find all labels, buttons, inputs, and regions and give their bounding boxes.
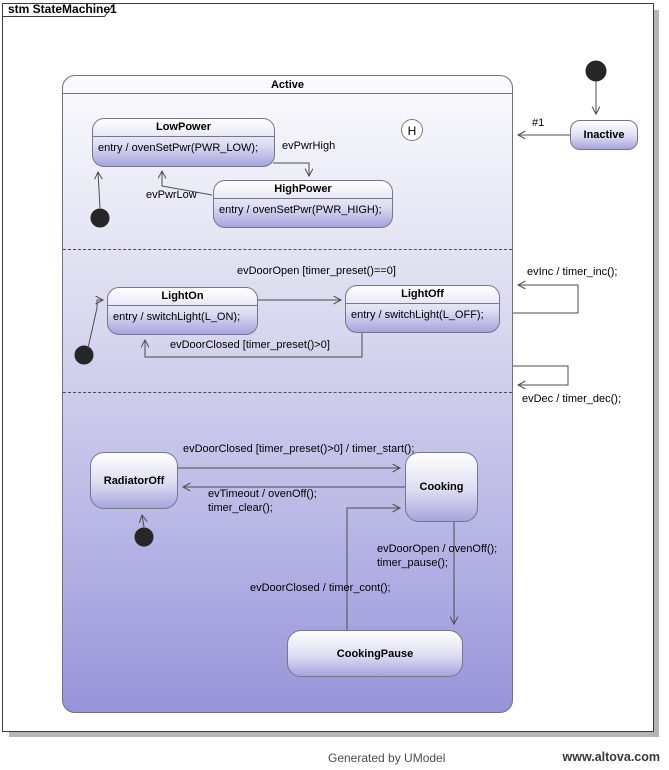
state-highpower[interactable]: HighPower entry / ovenSetPwr(PWR_HIGH); [213, 180, 393, 228]
label-evdooropen-light[interactable]: evDoorOpen [timer_preset()==0] [237, 265, 396, 277]
transition-initial-lighton[interactable] [87, 300, 103, 349]
label-evtimeout-2[interactable]: timer_clear(); [208, 502, 273, 514]
state-inactive-title: Inactive [583, 129, 625, 141]
state-lighton-title: LightOn [108, 288, 257, 306]
transition-evpwrhigh[interactable] [273, 162, 309, 176]
state-inactive[interactable]: Inactive [570, 120, 638, 150]
label-evdooropen-pause-2[interactable]: timer_pause(); [377, 557, 448, 569]
initial-state-heat[interactable] [134, 527, 154, 547]
initial-state-power[interactable] [90, 208, 110, 228]
label-evinc[interactable]: evInc / timer_inc(); [527, 266, 618, 278]
state-cooking[interactable]: Cooking [405, 452, 478, 522]
label-evpwrhigh[interactable]: evPwrHigh [282, 140, 336, 152]
label-transition-number[interactable]: #1 [532, 117, 545, 129]
state-lightoff-entry: entry / switchLight(L_OFF); [351, 309, 484, 321]
frame-tab [2, 3, 116, 17]
state-highpower-entry: entry / ovenSetPwr(PWR_HIGH); [219, 204, 382, 216]
state-lowpower-title: LowPower [93, 119, 274, 137]
state-active-title: Active [63, 76, 512, 94]
transition-evinc-self[interactable] [513, 285, 579, 314]
state-radiatoroff[interactable]: RadiatorOff [90, 452, 178, 509]
transition-initial-lowpower[interactable] [98, 172, 100, 209]
state-cookingpause[interactable]: CookingPause [287, 630, 463, 677]
footer-generated-by: Generated by UModel [328, 751, 446, 765]
region-separator-2 [63, 392, 512, 393]
state-highpower-title: HighPower [214, 181, 392, 199]
state-lightoff-title: LightOff [346, 286, 499, 304]
state-lowpower-entry: entry / ovenSetPwr(PWR_LOW); [98, 142, 259, 154]
transition-evdoorclosed-light[interactable] [145, 333, 363, 358]
label-evdec[interactable]: evDec / timer_dec(); [522, 393, 622, 405]
state-lighton[interactable]: LightOn entry / switchLight(L_ON); [107, 287, 258, 335]
label-evpwrlow[interactable]: evPwrLow [146, 189, 197, 201]
state-cookingpause-title: CookingPause [336, 647, 414, 660]
state-lighton-entry: entry / switchLight(L_ON); [113, 311, 241, 323]
label-evdoorclosed-cont[interactable]: evDoorClosed / timer_cont(); [250, 582, 391, 594]
initial-state-light[interactable] [74, 345, 94, 365]
transition-evdoorclosed-cont[interactable] [346, 508, 400, 630]
initial-state-top[interactable] [585, 60, 607, 82]
history-pseudostate-icon[interactable]: H [401, 119, 423, 141]
transition-evdec-self[interactable] [513, 365, 569, 385]
state-lightoff[interactable]: LightOff entry / switchLight(L_OFF); [345, 285, 500, 333]
region-separator-1 [63, 249, 512, 250]
state-radiatoroff-title: RadiatorOff [103, 474, 165, 487]
diagram-frame-title: stm StateMachine1 [8, 2, 117, 16]
label-evdoorclosed-light[interactable]: evDoorClosed [timer_preset()>0] [170, 339, 330, 351]
state-cooking-title: Cooking [419, 481, 464, 493]
transition-initial-radiatoroff[interactable] [142, 515, 144, 528]
footer-altova-link[interactable]: www.altova.com [562, 750, 660, 764]
transition-evpwrlow[interactable] [162, 171, 213, 196]
label-evtimeout-1[interactable]: evTimeout / ovenOff(); [208, 488, 317, 500]
state-lowpower[interactable]: LowPower entry / ovenSetPwr(PWR_LOW); [92, 118, 275, 167]
label-evdooropen-pause-1[interactable]: evDoorOpen / ovenOff(); [377, 543, 498, 555]
label-timer-start[interactable]: evDoorClosed [timer_preset()>0] / timer_… [183, 443, 415, 455]
